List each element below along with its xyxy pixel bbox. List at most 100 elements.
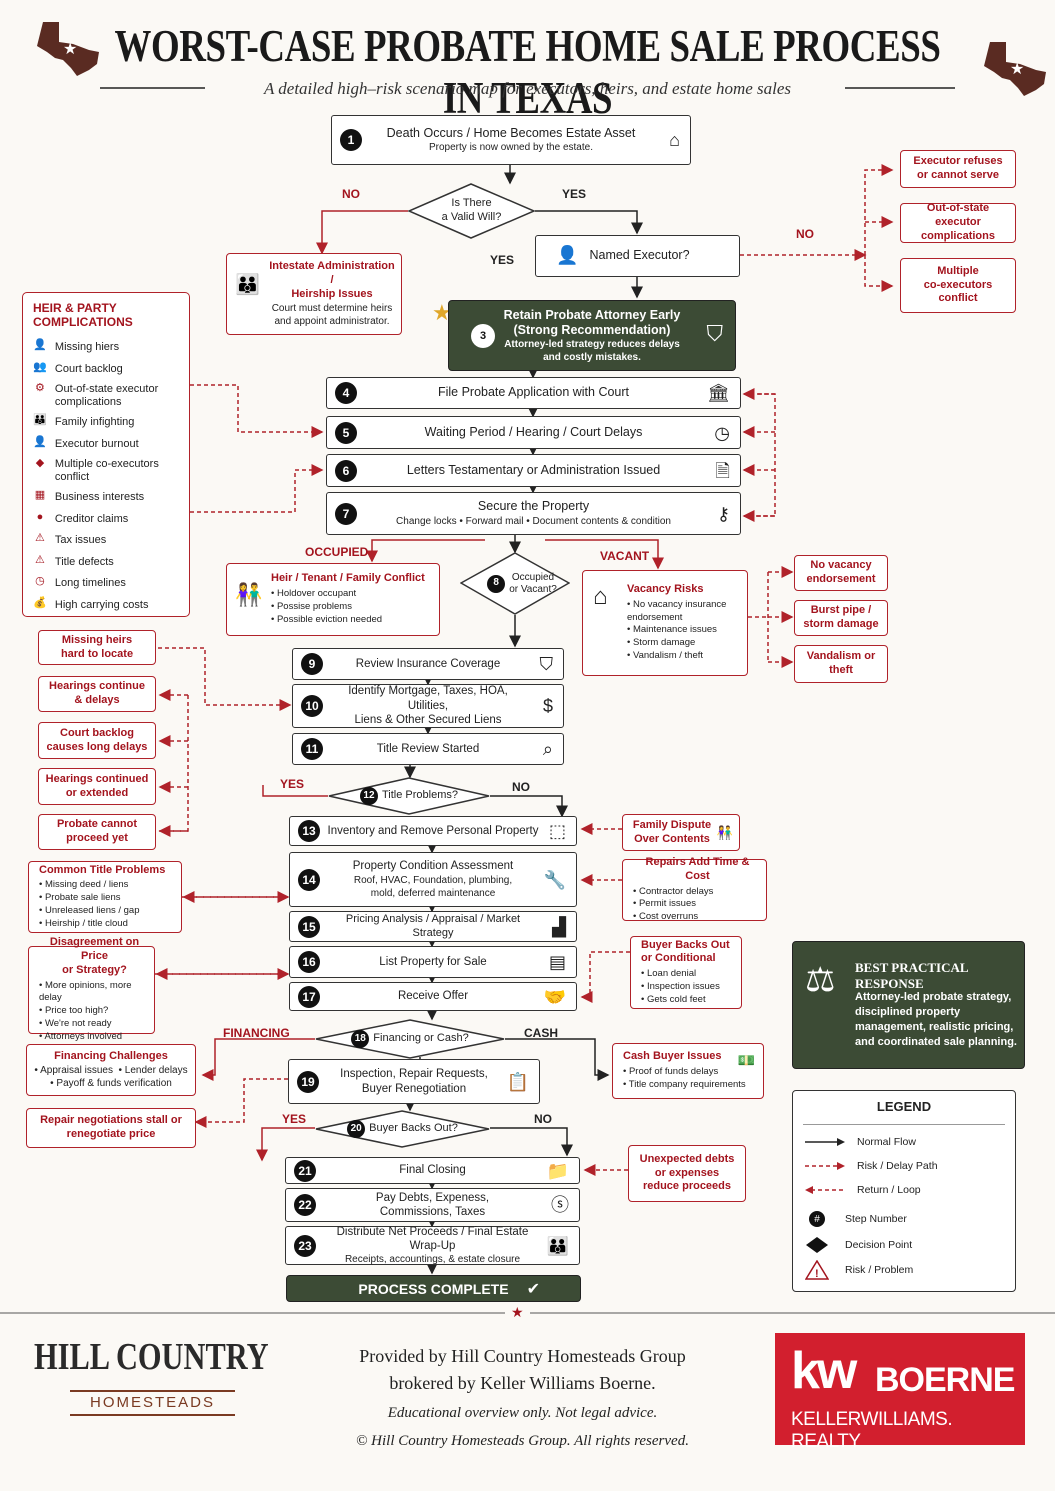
footer-disclaimer: Educational overview only. Not legal adv… xyxy=(387,1405,658,1421)
sidebar-item-label: Missing hiers xyxy=(54,341,120,354)
step-3: 3 Retain Probate Attorney Early (Strong … xyxy=(448,300,736,371)
risk-burst-pipe: Burst pipe /storm damage xyxy=(794,600,888,636)
label-occupied: OCCUPIED xyxy=(305,545,369,559)
sidebar-item-label: Creditor claims xyxy=(54,512,129,525)
person-icon: 👤 xyxy=(33,435,47,448)
house-icon: ⌂ xyxy=(593,583,608,610)
sidebar-item: 👥Court backlog xyxy=(33,359,189,381)
sidebar-item-label: Long timelines xyxy=(54,577,126,590)
building-icon: ▦ xyxy=(34,489,46,501)
wrench-icon: 🔧 xyxy=(543,869,566,890)
label-no-backs: NO xyxy=(534,1112,552,1126)
risk-vacancy: ⌂ Vacancy Risks No vacancy insurance end… xyxy=(582,570,748,676)
warning-icon: ⚠ xyxy=(35,532,45,544)
heir-party-sidebar: HEIR & PARTY COMPLICATIONS 👤Missing hier… xyxy=(22,292,190,617)
footer-copyright: © Hill Country Homesteads Group. All rig… xyxy=(356,1433,689,1449)
dollar-icon: $ xyxy=(542,696,553,716)
scales-icon: ⚖ xyxy=(805,961,836,999)
sidebar-item: 👤Missing hiers xyxy=(33,337,189,359)
label-vacant: VACANT xyxy=(600,549,650,563)
list-item: Gets cold feet xyxy=(641,994,720,1007)
family-icon: 👪 xyxy=(33,414,47,426)
risk-heir-tenant-conflict: 👫 Heir / Tenant / Family Conflict Holdov… xyxy=(226,563,440,636)
risk-financing-challenges: Financing Challenges • Appraisal issues … xyxy=(26,1044,196,1096)
logo-homesteads: HOMESTEADS xyxy=(70,1390,235,1416)
key-icon: ⚷ xyxy=(716,503,730,524)
logo-hill-country: HILL COUNTRY xyxy=(34,1336,269,1378)
texas-right-icon: ★ xyxy=(984,42,1046,96)
gear-icon: ⚙ xyxy=(35,382,45,394)
sidebar-item: ⚠Tax issues xyxy=(33,530,189,552)
list-item: Vandalism / theft xyxy=(627,650,743,663)
sidebar-item: ⚠Title defects xyxy=(33,552,189,574)
people-icon: 👫 xyxy=(716,825,733,840)
list-item: Maintenance issues xyxy=(627,624,743,637)
group-icon: 👥 xyxy=(33,360,47,373)
svg-text:!: ! xyxy=(815,1268,819,1280)
named-executor-box: 👤 Named Executor? xyxy=(535,235,740,277)
list-item: Probate sale liens xyxy=(39,892,140,905)
list-item: Loan denial xyxy=(641,968,720,981)
money-bag-icon: 💰 xyxy=(33,596,47,609)
list-item: Heirship / title cloud xyxy=(39,918,140,931)
list-item: Attorneys involved xyxy=(39,1031,150,1044)
kw-logo: kw BOERNE KELLERWILLIAMS. REALTY xyxy=(775,1333,1025,1452)
handshake-icon: 🤝 xyxy=(543,986,566,1007)
list-item: Proof of funds delays xyxy=(623,1066,746,1079)
list-item: More opinions, more delay xyxy=(39,980,150,1006)
for-sale-sign-icon: ▤ xyxy=(548,952,566,972)
label-yes-exec: YES xyxy=(490,253,515,267)
legend: LEGEND Normal Flow Risk / Delay Path Ret… xyxy=(792,1090,1016,1292)
list-item: Cost overruns xyxy=(633,911,713,924)
sidebar-item: ▦ Business interests xyxy=(33,487,189,509)
list-item: No vacancy insurance endorsement xyxy=(627,599,743,625)
sidebar-item-label: Executor burnout xyxy=(54,437,139,450)
footer-brokered: brokered by Keller Williams Boerne. xyxy=(389,1373,656,1393)
sidebar-item-label: Out-of-state executor complications xyxy=(54,382,159,408)
star-icon: ★ xyxy=(432,300,452,325)
sidebar-item-label: High carrying costs xyxy=(54,598,149,611)
shield-icon: ⛉ xyxy=(706,321,723,346)
label-no: NO xyxy=(342,187,360,201)
svg-text:★: ★ xyxy=(1010,59,1024,78)
warning-icon: ⚠ xyxy=(35,553,45,566)
sidebar-item: 👤 Executor burnout xyxy=(33,434,189,456)
list-item: Title company requirements xyxy=(623,1079,746,1092)
document-search-icon: 🗎 xyxy=(715,460,730,481)
house-icon: ⌂ xyxy=(669,130,680,150)
step-1: 1 Death Occurs / Home Becomes Estate Ass… xyxy=(331,115,691,165)
footer-star-icon: ★ xyxy=(511,1304,524,1320)
label-yes-title: YES xyxy=(280,777,305,791)
bar-chart-icon: ▟ xyxy=(552,916,566,937)
list-item: Possible eviction needed xyxy=(271,614,382,627)
check-circle-icon: ✔ xyxy=(526,1281,540,1298)
list-item: Unreleased liens / gap xyxy=(39,905,140,918)
risk-hearings-continue: Hearings continue& delays xyxy=(38,676,156,712)
cash-icon: 💵 xyxy=(737,1052,755,1068)
sidebar-item-label: Business interests xyxy=(54,491,145,504)
courthouse-icon: 🏛 xyxy=(707,383,730,403)
people-icon: 👪 xyxy=(235,274,260,296)
label-yes: YES xyxy=(562,187,587,201)
sidebar-item: ●Creditor claims xyxy=(33,509,189,531)
